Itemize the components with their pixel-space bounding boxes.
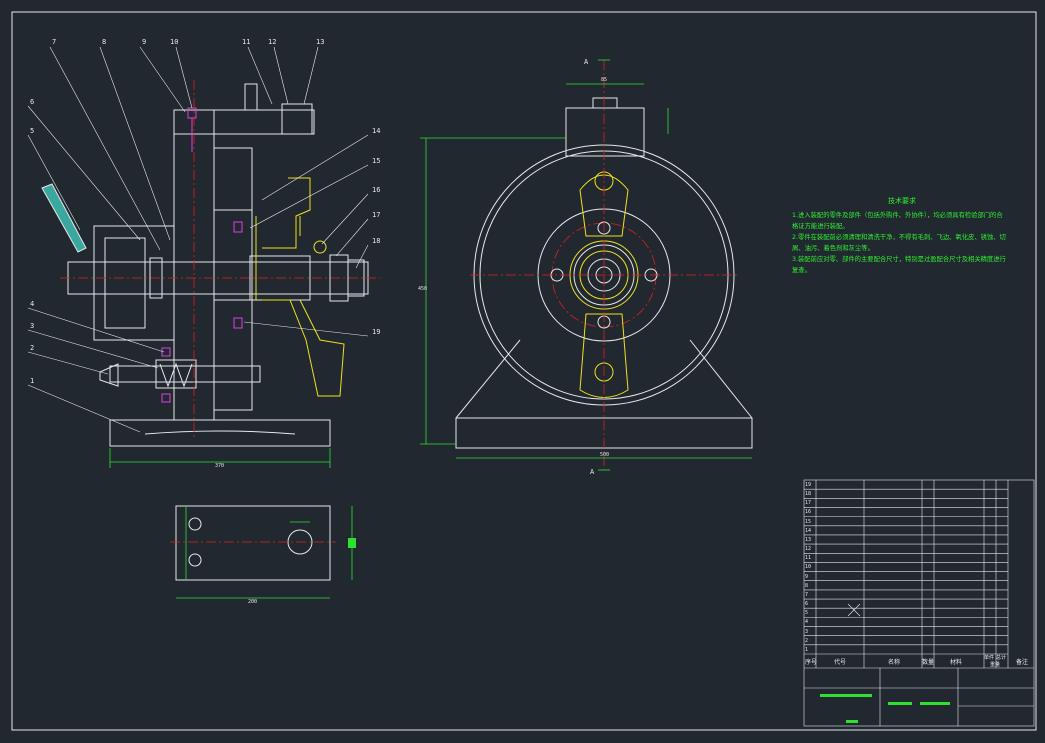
svg-text:85: 85: [601, 77, 607, 83]
technical-notes: 技术要求 1.进入装配的零件及部件（包括外购件、外协件），均必须具有检验部门的合…: [792, 196, 1012, 276]
header-code: 代号: [834, 659, 847, 666]
table-row-number: 11: [805, 555, 812, 562]
table-row-number: 2: [805, 637, 809, 644]
header-qty: 数量: [922, 659, 935, 666]
section-mark-bottom: A: [590, 468, 595, 476]
section-mark-top: A: [584, 58, 589, 66]
note-line: 1.进入装配的零件及部件（包括外购件、外协件），均必须具有检验部门的合: [792, 212, 1003, 219]
drawing-border: [11, 11, 1037, 731]
table-row-number: 3: [805, 628, 809, 635]
table-row-number: 15: [805, 518, 812, 525]
svg-text:450: 450: [418, 286, 427, 292]
header-remark: 备注: [1016, 659, 1029, 666]
svg-text:500: 500: [600, 452, 609, 458]
table-row-number: 18: [805, 491, 812, 498]
technical-notes-title: 技术要求: [888, 197, 916, 205]
lower-bolt: [109, 365, 261, 383]
balloon-17: 17: [372, 211, 380, 219]
balloon-7: 7: [52, 38, 56, 46]
svg-text:370: 370: [215, 463, 224, 469]
side-block: [213, 147, 253, 411]
balloon-19: 19: [372, 328, 380, 336]
table-row-number: 13: [805, 536, 812, 543]
svg-text:200: 200: [248, 599, 257, 605]
header-material: 材料: [950, 659, 963, 666]
workpiece-left: [255, 177, 345, 397]
balloon-3: 3: [30, 322, 34, 330]
header-weight: 重量: [990, 662, 1001, 668]
balloon-12: 12: [268, 38, 276, 46]
title-block: [803, 479, 1035, 727]
table-row-number: 10: [805, 564, 812, 571]
balloon-18: 18: [372, 237, 380, 245]
top-arm: [173, 109, 315, 135]
balloon-6: 6: [30, 98, 34, 106]
note-line: 格证方能进行装配。: [792, 223, 849, 230]
table-row-number: 16: [805, 509, 812, 516]
balloon-10: 10: [170, 38, 178, 46]
table-row-number: 17: [805, 500, 812, 507]
table-row-number: 5: [805, 610, 809, 617]
section-view-left: 370: [41, 80, 380, 469]
table-row-number: 14: [805, 527, 812, 534]
note-line: 复查。: [792, 267, 811, 274]
table-row-number: 1: [805, 646, 809, 653]
header-name: 名称: [888, 659, 901, 666]
note-line: 屑、油污、着色剂和灰尘等。: [792, 245, 874, 252]
table-row-number: 6: [805, 601, 809, 608]
balloon-5: 5: [30, 127, 34, 135]
balloon-8: 8: [102, 38, 106, 46]
title-block-row-numbers: 19 18 17 16 15 14 13 12 11 10 9 8 7 6 5 4 3 2 1: [804, 480, 816, 654]
header-index: 序号: [805, 659, 818, 666]
balloon-16: 16: [372, 186, 380, 194]
note-line: 2.零件在装配前必须清理和清洗干净，不得有毛刺、飞边、氧化皮、锈蚀、切: [792, 234, 1006, 241]
table-row-number: 9: [805, 573, 809, 580]
balloon-13: 13: [316, 38, 324, 46]
balloon-labels: 7 8 9 10 11 12 13 6 5 4 3 2 1 14 15 16 1…: [27, 38, 380, 433]
handle: [41, 183, 87, 253]
balloon-14: 14: [372, 127, 380, 135]
balloon-4: 4: [30, 300, 34, 308]
bottom-view: 200: [170, 505, 356, 605]
front-view: 450 500 85 A A: [418, 58, 753, 476]
balloon-15: 15: [372, 157, 380, 165]
table-row-number: 12: [805, 546, 812, 553]
title-block-header: 序号 代号 名称 数量 材料 单件 总计 重量 备注: [804, 654, 1034, 668]
header-total: 总计: [996, 655, 1007, 661]
note-line: 3.装配前应对零、部件的主要配合尺寸，特别是过盈配合尺寸及相关精度进行: [792, 256, 1006, 263]
header-unit: 单件: [984, 655, 995, 661]
balloon-9: 9: [142, 38, 146, 46]
balloon-2: 2: [30, 344, 34, 352]
table-row-number: 4: [805, 619, 809, 626]
balloon-1: 1: [30, 377, 34, 385]
table-row-number: 7: [805, 591, 809, 598]
table-row-number: 19: [805, 482, 812, 488]
balloon-11: 11: [242, 38, 250, 46]
table-row-number: 8: [805, 582, 809, 589]
base-plate: [109, 419, 331, 447]
